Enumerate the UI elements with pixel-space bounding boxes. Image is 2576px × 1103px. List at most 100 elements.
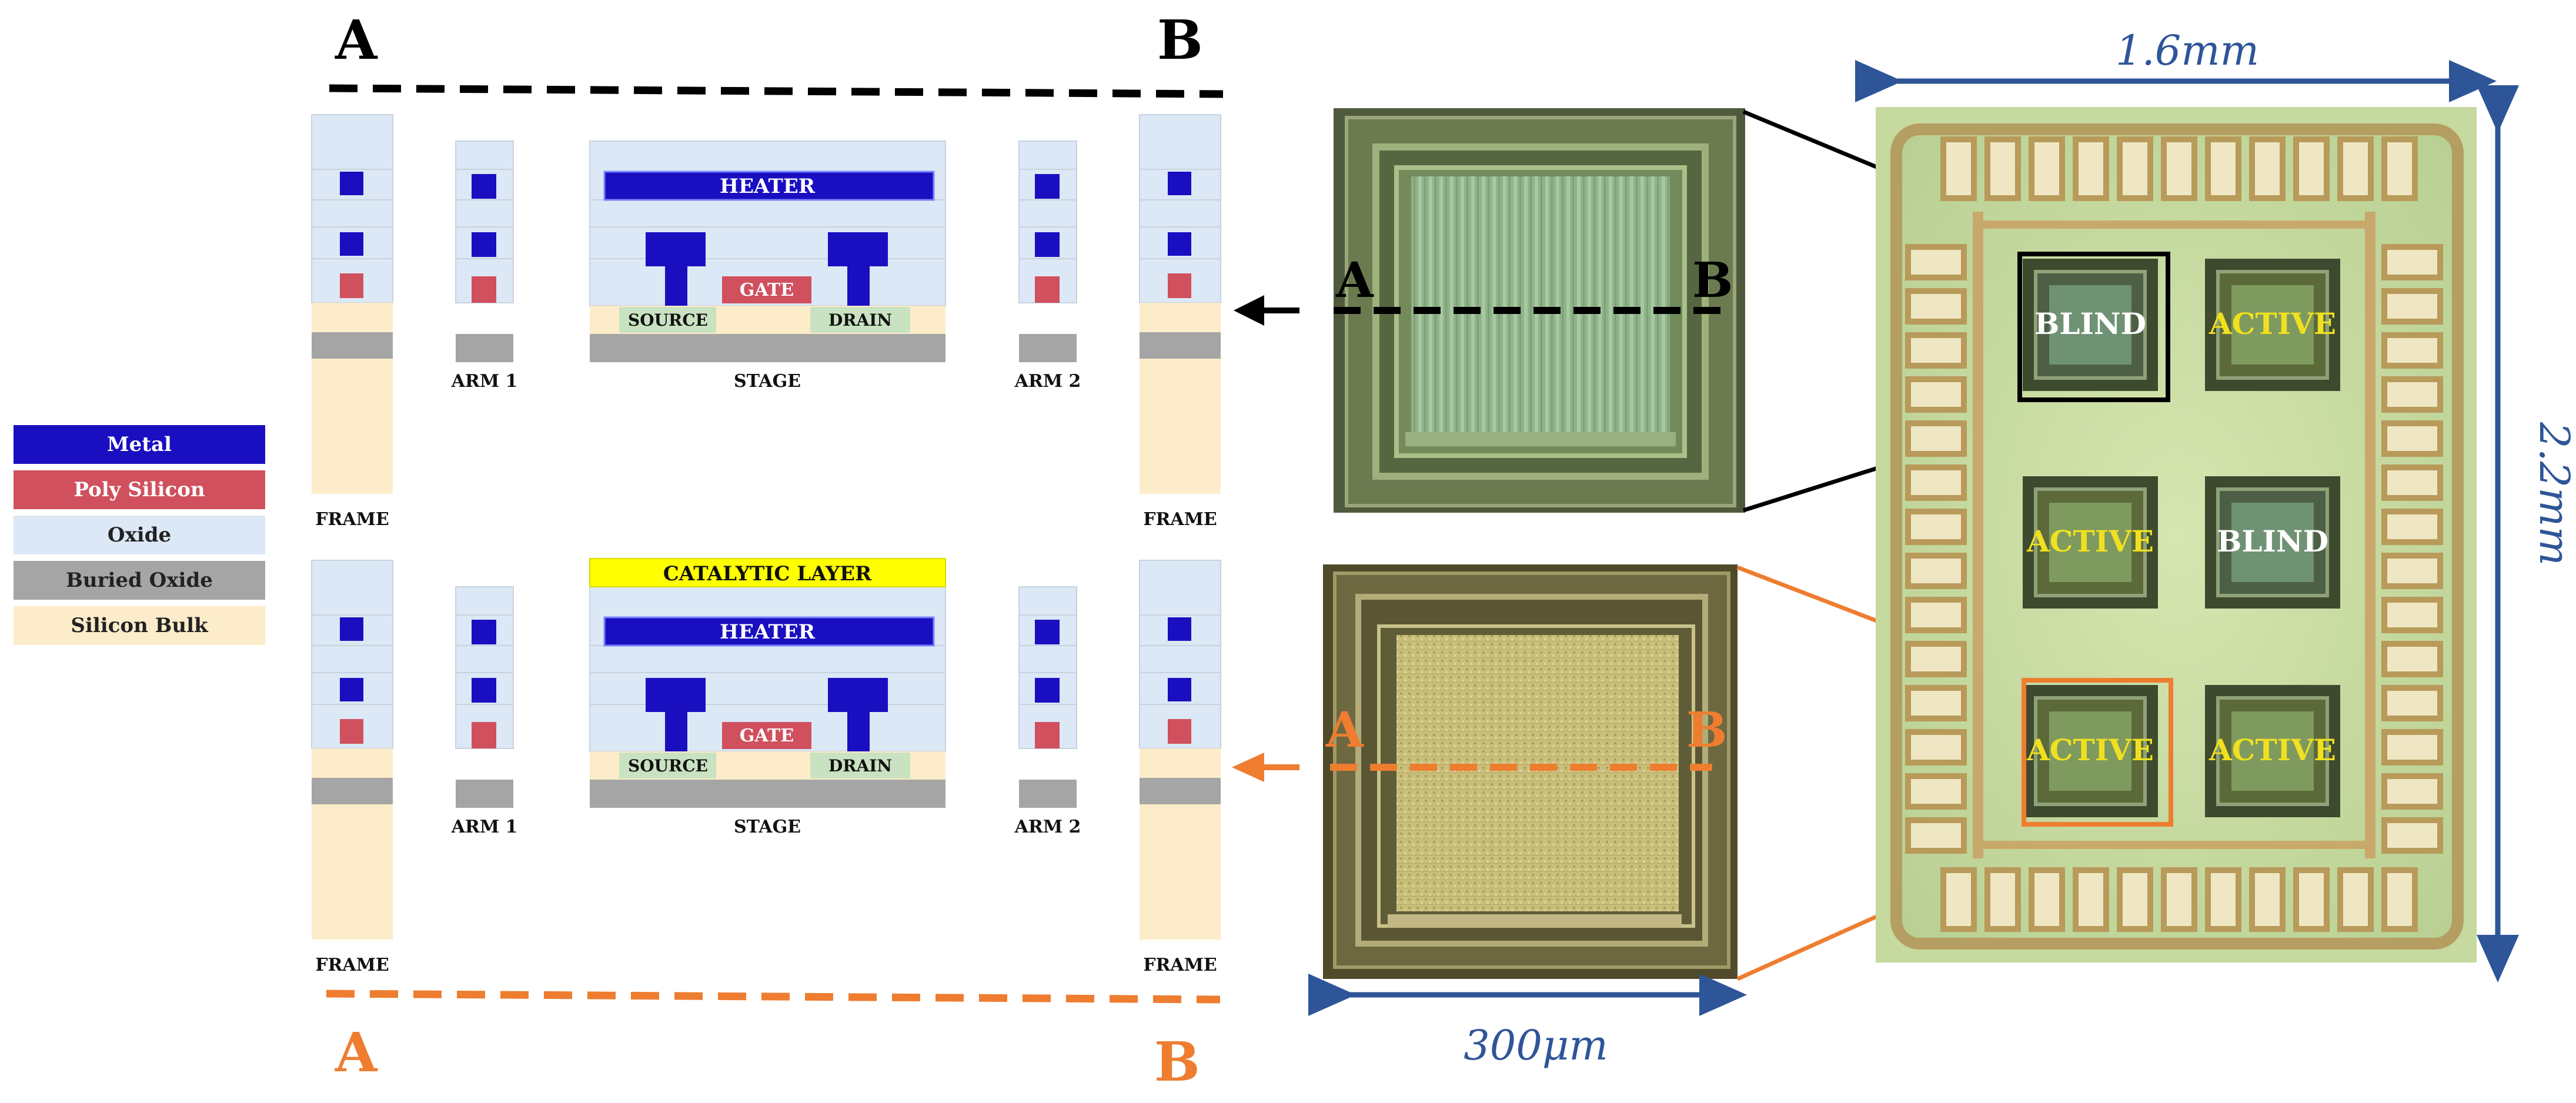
gate-label: GATE bbox=[740, 280, 794, 300]
arm2-buried-oxide bbox=[1019, 780, 1077, 808]
chip-height-label: 2.2mm bbox=[2530, 422, 2576, 566]
blind-micrograph-label-a: A bbox=[1335, 252, 1374, 309]
micrograph-scale-bar: 300μm bbox=[1308, 974, 1747, 1069]
heater bbox=[603, 171, 935, 201]
arm2-poly bbox=[1035, 276, 1060, 303]
legend-swatch-2 bbox=[12, 514, 266, 556]
arm2-oxide bbox=[1018, 586, 1077, 749]
top-section: A B bbox=[329, 8, 1224, 98]
frame-right-oxide bbox=[1139, 560, 1221, 749]
gate bbox=[722, 276, 811, 303]
frame-left-label: FRAME bbox=[315, 955, 389, 975]
legend-label-3: Buried Oxide bbox=[66, 569, 213, 592]
arm2-label: ARM 2 bbox=[1014, 371, 1081, 392]
legend-label-1: Poly Silicon bbox=[73, 478, 205, 502]
frame-right-metal-1 bbox=[1168, 172, 1191, 195]
legend-swatch-3 bbox=[12, 560, 266, 601]
frame-left-bulk-top bbox=[312, 748, 393, 778]
arm2-buried-oxide bbox=[1019, 334, 1077, 362]
frame-right-oxide bbox=[1139, 114, 1221, 303]
arm2-metal-2 bbox=[1035, 678, 1060, 703]
frame-left-metal-1 bbox=[340, 617, 363, 641]
bottom-section-line bbox=[326, 990, 1221, 1004]
arm2-metal-1 bbox=[1035, 174, 1060, 199]
arm1-oxide bbox=[455, 141, 514, 303]
sensor-label-3: BLIND bbox=[2217, 524, 2328, 559]
drain-region bbox=[810, 307, 910, 333]
gate bbox=[722, 722, 811, 749]
catalytic-layer bbox=[589, 558, 946, 587]
top-arrow bbox=[1234, 295, 1299, 326]
frame-left-bulk bbox=[312, 804, 393, 940]
bottom-section: A B bbox=[326, 990, 1221, 1094]
bottom-section-label-b: B bbox=[1154, 1030, 1200, 1094]
frame-left-oxide bbox=[311, 114, 393, 303]
frame-left-poly bbox=[340, 273, 363, 298]
frame-right-buried-oxide bbox=[1140, 332, 1221, 359]
arm2-label: ARM 2 bbox=[1014, 817, 1081, 837]
frame-right-metal-2 bbox=[1168, 678, 1191, 701]
sensor-label-0: BLIND bbox=[2034, 306, 2146, 341]
drain-contact-via bbox=[847, 266, 870, 306]
arm1-oxide bbox=[455, 586, 514, 749]
frame-right-bulk-top bbox=[1140, 303, 1221, 332]
source-label: SOURCE bbox=[628, 756, 708, 776]
frame-right-label: FRAME bbox=[1143, 509, 1217, 530]
frame-right-poly bbox=[1168, 273, 1191, 298]
drain-label: DRAIN bbox=[828, 310, 892, 330]
stage-label: STAGE bbox=[734, 371, 801, 392]
chip-micrograph: BLIND ACTIVE ACTIVE BLIND ACTIVE ACTIVE bbox=[1876, 107, 2477, 962]
sensor-label-1: ACTIVE bbox=[2209, 306, 2336, 341]
stage-buried-oxide bbox=[590, 334, 945, 362]
frame-left-bulk-top bbox=[312, 303, 393, 332]
blind-sensor-micrograph: A B bbox=[1334, 108, 1745, 513]
arm2-oxide bbox=[1018, 141, 1077, 303]
frame-left-buried-oxide bbox=[312, 778, 393, 804]
catalytic-layer-label: CATALYTIC LAYER bbox=[663, 562, 872, 586]
top-section-label-b: B bbox=[1157, 8, 1203, 72]
sensor-label-2: ACTIVE bbox=[2026, 524, 2154, 559]
frame-left-oxide bbox=[311, 560, 393, 749]
chip-width-dimension: 1.6mm bbox=[1855, 26, 2497, 102]
frame-left-poly bbox=[340, 719, 363, 744]
sensor-label-4: ACTIVE bbox=[2026, 733, 2154, 767]
source-region bbox=[619, 753, 716, 778]
frame-left-metal-2 bbox=[340, 678, 363, 701]
arm1-metal-2 bbox=[472, 678, 496, 703]
frame-right-bulk-top bbox=[1140, 748, 1221, 778]
frame-right-poly bbox=[1168, 719, 1191, 744]
frame-right-bulk bbox=[1140, 804, 1221, 940]
source-contact-via bbox=[665, 712, 687, 751]
heater-label: HEATER bbox=[720, 620, 816, 644]
arm1-metal-1 bbox=[472, 620, 496, 644]
arm1-poly bbox=[472, 276, 496, 303]
source-contact-top bbox=[646, 678, 706, 712]
blind-sensor-highlight bbox=[2017, 252, 2170, 402]
sensor-label-5: ACTIVE bbox=[2209, 733, 2336, 767]
arm1-metal-2 bbox=[472, 232, 496, 257]
arm2-poly bbox=[1035, 722, 1060, 748]
active-sensor-micrograph: A B bbox=[1323, 564, 1738, 979]
active-micrograph-label-b: B bbox=[1686, 702, 1727, 758]
micrograph-scale-label: 300μm bbox=[1464, 1021, 1608, 1069]
blind-micrograph-label-b: B bbox=[1692, 252, 1733, 309]
heater-label: HEATER bbox=[720, 175, 816, 198]
arm1-label: ARM 1 bbox=[451, 371, 518, 392]
legend-label-0: Metal bbox=[107, 433, 172, 456]
frame-right-label: FRAME bbox=[1143, 955, 1217, 975]
arm1-metal-1 bbox=[472, 174, 496, 199]
legend-swatch-4 bbox=[12, 605, 266, 646]
heater bbox=[603, 616, 935, 647]
drain-label: DRAIN bbox=[828, 756, 892, 776]
top-section-line bbox=[329, 84, 1224, 98]
legend-label-2: Oxide bbox=[108, 523, 171, 547]
arm1-buried-oxide bbox=[456, 334, 513, 362]
arm2-metal-1 bbox=[1035, 620, 1060, 644]
bottom-section-label-a: A bbox=[335, 1021, 378, 1084]
legend-swatch-1 bbox=[12, 469, 266, 510]
stage-label: STAGE bbox=[734, 817, 801, 837]
chip-height-dimension: 2.2mm bbox=[2477, 85, 2576, 982]
